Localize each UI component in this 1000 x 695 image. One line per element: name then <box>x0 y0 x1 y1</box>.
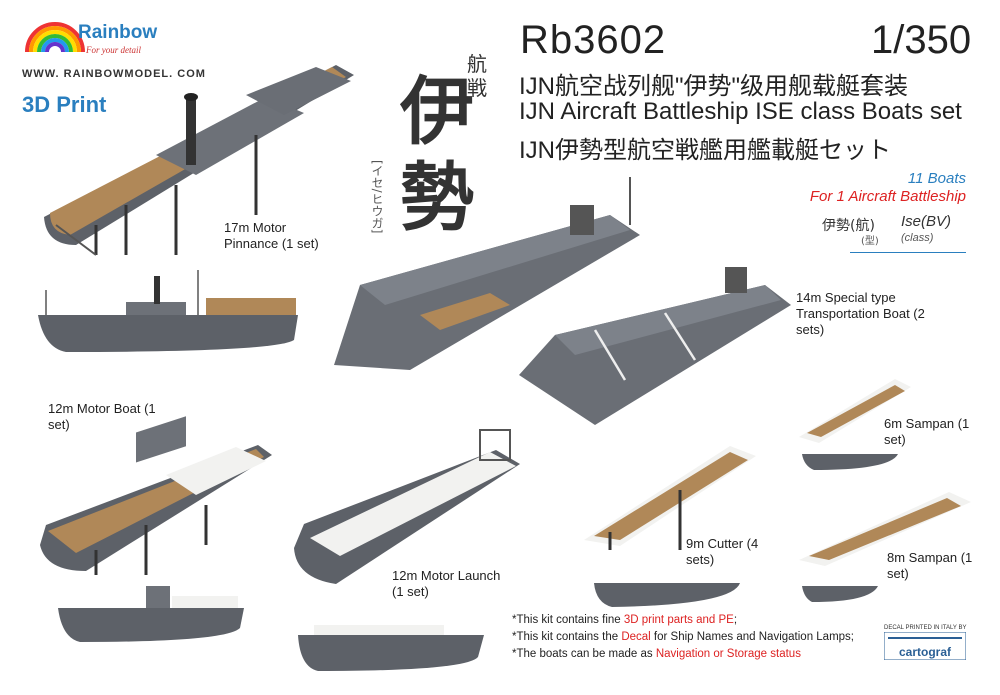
pinnace-top-image <box>44 65 354 256</box>
decal-printed-note: DECAL PRINTED IN ITALY BY <box>884 625 967 631</box>
boats-count: 11 Boats <box>907 170 966 187</box>
ship-en-sub: (class) <box>901 232 934 244</box>
kanji-kousen: 航戦 <box>467 52 487 100</box>
title-cn: IJN航空战列舰"伊势"级用舰载艇套装 <box>519 73 909 100</box>
motor-launch-side-image <box>298 625 484 671</box>
sampan-8m-image <box>799 492 971 566</box>
transport-boat-1-image <box>334 177 640 370</box>
motor-boat-image <box>40 416 272 575</box>
label-transport: 14m Special type Transportation Boat (2 … <box>796 290 925 337</box>
product-scale: 1/350 <box>871 18 972 62</box>
kanji-i: 伊 <box>400 69 474 155</box>
motor-boat-side-image <box>58 586 244 642</box>
summary-underline <box>850 252 966 253</box>
print-label: 3D Print <box>22 92 107 117</box>
note-3: *The boats can be made as Navigation or … <box>512 648 801 660</box>
product-code: Rb3602 <box>520 18 667 62</box>
sampan-6m-image <box>799 379 911 443</box>
brand-tagline: For your detail <box>86 45 141 55</box>
rainbow-logo-icon <box>25 22 85 53</box>
label-sampan6: 6m Sampan (1 set) <box>884 416 970 447</box>
title-jp: IJN伊勢型航空戦艦用艦載艇セット <box>519 137 891 164</box>
note-2: *This kit contains the Decal for Ship Na… <box>512 631 854 643</box>
pinnace-side-image <box>38 270 298 352</box>
kanji-se: 勢 <box>400 155 474 241</box>
sampan-8m-side-image <box>802 586 878 602</box>
cutter-side-image <box>594 583 740 607</box>
kanji-sub: [イセ/ヒウガ] <box>370 160 384 234</box>
label-launch: 12m Motor Launch (1 set) <box>392 568 501 599</box>
ship-jp: 伊勢(航) <box>822 218 875 234</box>
motor-launch-image <box>294 429 520 584</box>
transport-boat-2-image <box>519 267 791 425</box>
note-1: *This kit contains fine 3D print parts a… <box>512 614 738 626</box>
ship-en: Ise(BV) <box>901 213 952 230</box>
cartograf-logo-icon <box>884 632 966 660</box>
ship-jp-sub: (型) <box>861 236 879 247</box>
brand-name: Rainbow <box>78 22 158 43</box>
label-pinnace: 17m Motor Pinnance (1 set) <box>224 220 319 251</box>
notes-block: *This kit contains fine 3D print parts a… <box>512 612 854 663</box>
cutter-image <box>584 446 756 550</box>
label-sampan8: 8m Sampan (1 set) <box>887 550 973 581</box>
website-url: WWW. RAINBOWMODEL. COM <box>22 68 206 80</box>
sampan-6m-side-image <box>802 454 898 470</box>
cartograf-name: cartograf <box>898 645 951 659</box>
label-cutter: 9m Cutter (4 sets) <box>686 536 759 567</box>
for-battleship: For 1 Aircraft Battleship <box>809 188 966 205</box>
title-en: IJN Aircraft Battleship ISE class Boats … <box>519 98 962 125</box>
label-motorboat: 12m Motor Boat (1 set) <box>48 401 156 432</box>
